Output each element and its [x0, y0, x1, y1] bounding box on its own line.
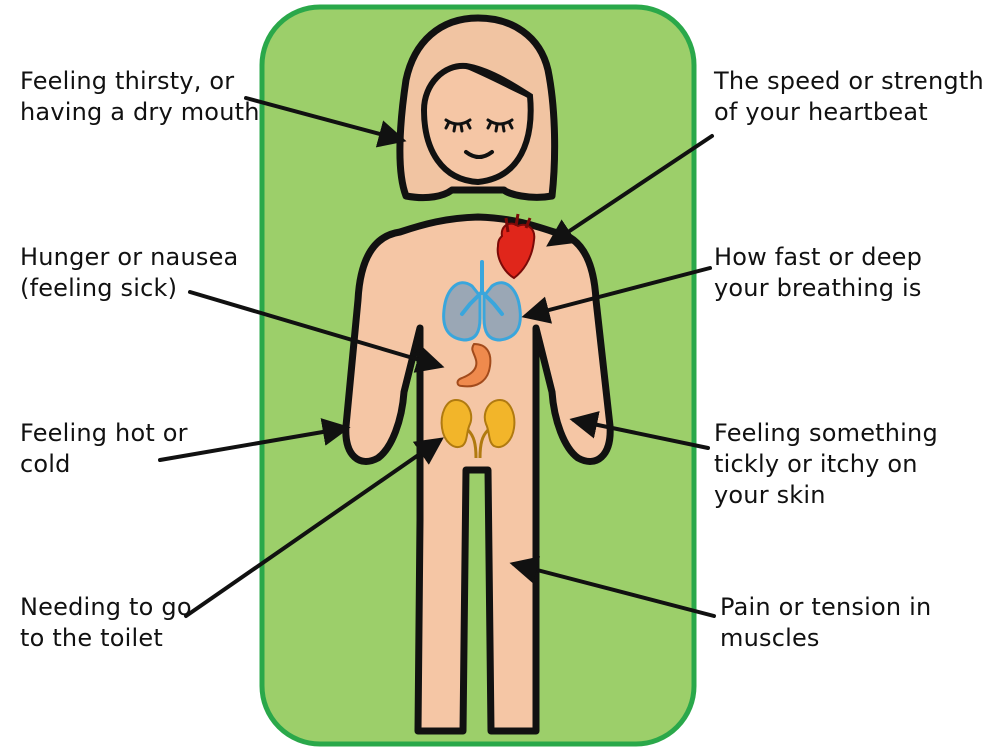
label-thirst: Feeling thirsty, or having a dry mouth: [20, 66, 260, 128]
label-skin: Feeling something tickly or itchy on you…: [714, 418, 938, 511]
label-muscles: Pain or tension in muscles: [720, 592, 931, 654]
label-heartbeat: The speed or strength of your heartbeat: [714, 66, 982, 128]
label-hunger: Hunger or nausea (feeling sick): [20, 242, 238, 304]
label-temperature: Feeling hot or cold: [20, 418, 188, 480]
label-breathing: How fast or deep your breathing is: [714, 242, 922, 304]
face: [424, 66, 531, 182]
label-toilet: Needing to go to the toilet: [20, 592, 192, 654]
